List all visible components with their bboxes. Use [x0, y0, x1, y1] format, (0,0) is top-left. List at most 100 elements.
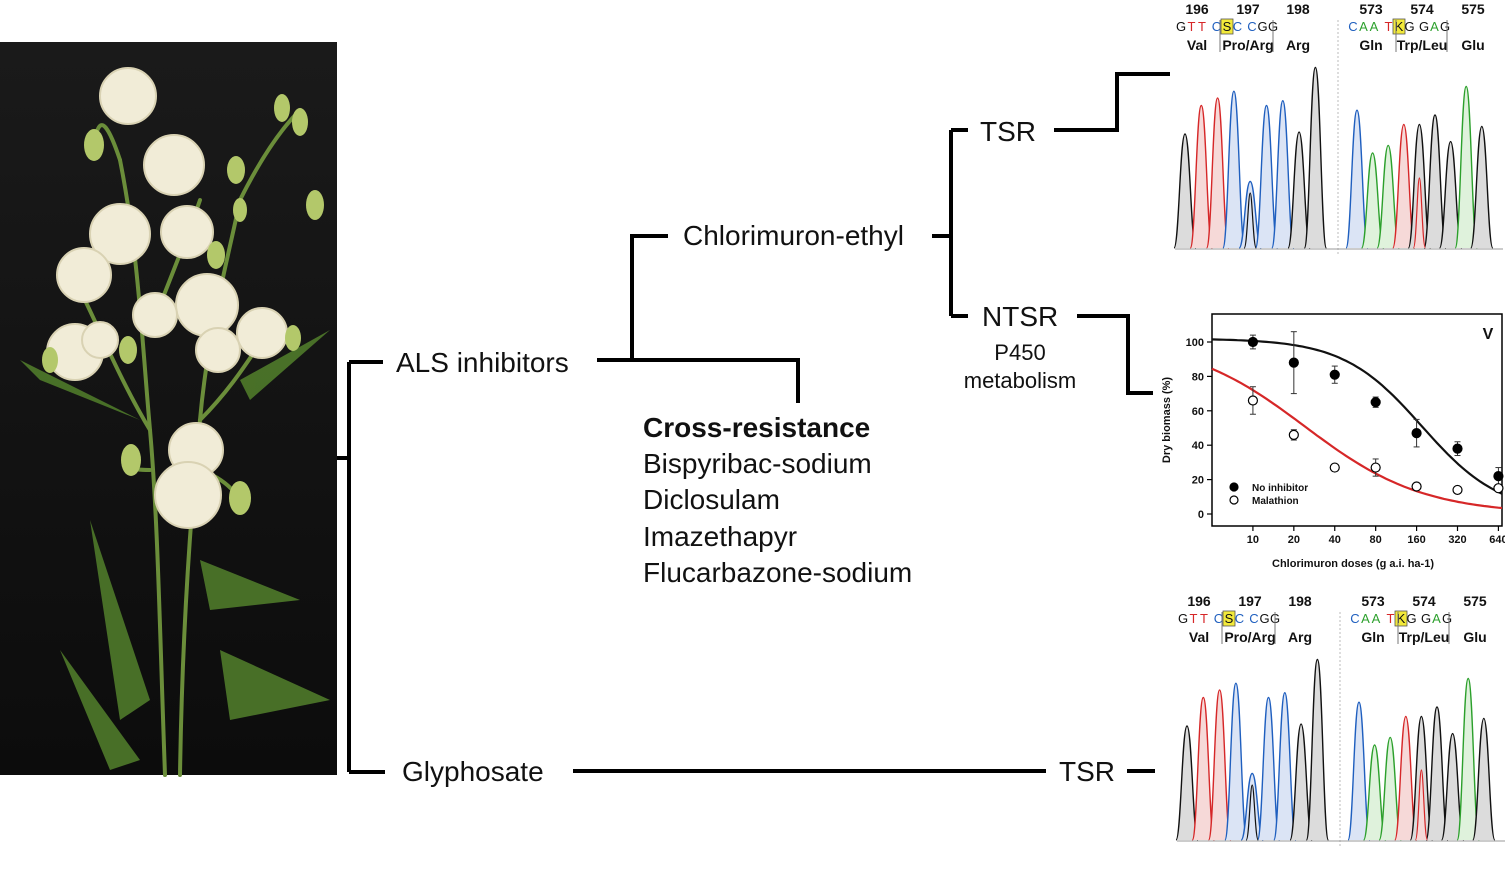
data-point — [1247, 336, 1259, 348]
data-point — [1329, 369, 1340, 380]
trace-peak — [1189, 104, 1213, 249]
trace-peak — [1394, 715, 1418, 841]
codon-number: 196 — [1185, 1, 1209, 17]
codon-number: 197 — [1236, 1, 1260, 17]
y-axis-label: Dry biomass (%) — [1161, 377, 1173, 464]
amino-acid-label: Gln — [1361, 629, 1384, 645]
codon-number: 197 — [1238, 593, 1262, 609]
legend-label: Malathion — [1252, 496, 1299, 507]
codon-number: 575 — [1461, 1, 1485, 17]
amino-acid-label: Val — [1187, 37, 1207, 53]
data-point — [1288, 429, 1299, 440]
trace-peak — [1392, 123, 1416, 249]
y-tick-label: 80 — [1192, 371, 1204, 383]
trace-peak — [1254, 104, 1279, 249]
legend-label: No inhibitor — [1252, 483, 1308, 494]
y-tick-label: 20 — [1192, 475, 1204, 487]
data-point — [1247, 395, 1259, 406]
y-tick-label: 40 — [1192, 440, 1204, 452]
base-call: T — [1188, 19, 1196, 34]
codon-number: 573 — [1361, 593, 1385, 609]
trace-peak — [1303, 66, 1328, 249]
codon-number: 196 — [1187, 593, 1211, 609]
amino-acid-label: Val — [1189, 629, 1209, 645]
base-call: G — [1404, 19, 1414, 34]
base-call: T — [1200, 611, 1208, 626]
legend-marker — [1229, 482, 1239, 492]
base-call: C — [1350, 611, 1359, 626]
herbicide-item: Bispyribac-sodium — [643, 448, 872, 479]
base-call: G — [1421, 611, 1431, 626]
trace-peak — [1271, 100, 1295, 249]
amino-acid-label: Trp/Leu — [1399, 629, 1450, 645]
base-call: A — [1370, 19, 1379, 34]
base-call: C — [1348, 19, 1357, 34]
data-point — [1452, 484, 1463, 496]
trace-peak — [1456, 677, 1480, 841]
cross-resistance-title: Cross-resistance — [643, 412, 870, 443]
codon-number: 575 — [1463, 593, 1487, 609]
data-point — [1329, 462, 1340, 473]
amino-acid-label: Pro/Arg — [1222, 37, 1273, 53]
trace-peak — [1222, 90, 1246, 249]
trace-peak — [1273, 692, 1297, 841]
data-point — [1288, 357, 1299, 368]
base-call: A — [1430, 19, 1439, 34]
data-point — [1370, 462, 1381, 473]
ntsr-label: NTSR — [982, 301, 1058, 332]
base-call: T — [1385, 19, 1393, 34]
data-point — [1493, 471, 1504, 482]
base-call: C — [1247, 19, 1256, 34]
base-call: G — [1257, 19, 1267, 34]
base-call: G — [1442, 611, 1452, 626]
trace-peak — [1472, 717, 1496, 841]
base-call: S — [1223, 19, 1232, 34]
amino-acid-label: Glu — [1463, 629, 1486, 645]
herbicide-item: Diclosulam — [643, 484, 780, 515]
ambiguous-base-highlight — [1222, 610, 1236, 627]
codon-number: 574 — [1412, 593, 1436, 609]
tsr-label: TSR — [980, 116, 1036, 147]
ambiguous-base-highlight — [1220, 18, 1234, 35]
trace-peak — [1454, 85, 1478, 249]
y-tick-label: 100 — [1186, 337, 1204, 349]
x-tick-label: 40 — [1329, 534, 1341, 546]
herbicide-item: Flucarbazone-sodium — [643, 557, 912, 588]
base-call: G — [1259, 611, 1269, 626]
amino-acid-label: Arg — [1286, 37, 1310, 53]
ntsr-sub-line2: metabolism — [964, 368, 1076, 393]
amino-acid-label: Trp/Leu — [1397, 37, 1448, 53]
data-point — [1411, 481, 1422, 492]
plant-photo — [0, 42, 337, 777]
amino-acid-label: Arg — [1288, 629, 1312, 645]
base-call: G — [1178, 611, 1188, 626]
data-point — [1370, 397, 1381, 408]
trace-peak — [1305, 658, 1330, 841]
base-call: C — [1233, 19, 1242, 34]
glyphosate-tsr-label: TSR — [1059, 756, 1115, 787]
y-tick-label: 0 — [1198, 509, 1204, 521]
codon-number: 574 — [1410, 1, 1434, 17]
tree-lines — [337, 72, 1170, 774]
x-tick-label: 320 — [1448, 534, 1466, 546]
data-point — [1411, 428, 1422, 439]
ntsr-sub-line1: P450 — [994, 340, 1045, 365]
data-point — [1493, 483, 1504, 494]
base-call: C — [1235, 611, 1244, 626]
trace-peak — [1345, 109, 1369, 249]
base-call: K — [1397, 611, 1406, 626]
trace-peak — [1423, 114, 1447, 249]
codon-number: 198 — [1286, 1, 1310, 17]
trace-peak — [1347, 701, 1371, 841]
base-call: T — [1198, 19, 1206, 34]
glyphosate-label: Glyphosate — [402, 756, 544, 787]
base-call: G — [1406, 611, 1416, 626]
legend-marker — [1229, 495, 1239, 505]
amino-acid-label: Gln — [1359, 37, 1382, 53]
base-call: G — [1419, 19, 1429, 34]
amino-acid-label: Pro/Arg — [1224, 629, 1275, 645]
